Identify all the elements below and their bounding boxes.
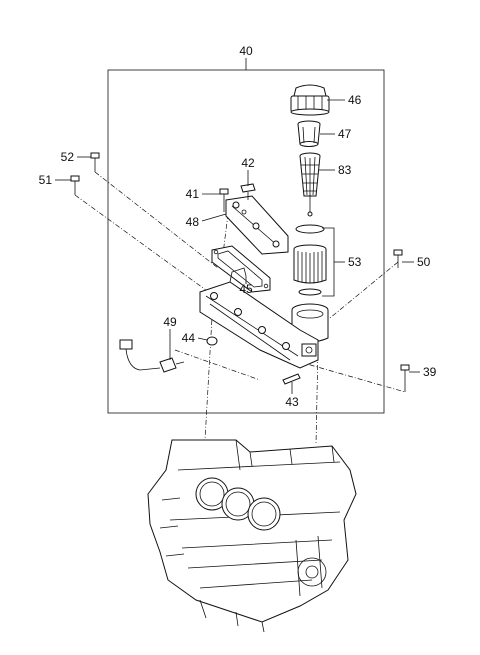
oil-filter-cartridge	[293, 224, 327, 296]
filter-element	[299, 152, 321, 217]
seal	[282, 373, 301, 385]
leader-lines	[55, 99, 420, 394]
cap-seal-sleeve	[297, 120, 321, 147]
engine-block	[147, 439, 357, 633]
callout-50: 50	[417, 255, 431, 269]
callout-45: 45	[239, 282, 253, 296]
callout-46: 46	[348, 93, 362, 107]
callout-51: 51	[39, 173, 53, 187]
bracket	[240, 183, 256, 200]
bolt-50	[393, 249, 403, 268]
bolt-52	[90, 152, 100, 172]
bolt-51	[70, 175, 80, 195]
oil-filter-cap	[290, 84, 330, 116]
callout-83: 83	[338, 163, 352, 177]
oil-passage-cover	[225, 195, 289, 255]
bolt-39	[400, 364, 410, 392]
cylinder-bores	[195, 477, 281, 531]
callout-52: 52	[61, 150, 75, 164]
callout-49: 49	[163, 315, 177, 329]
callout-53: 53	[348, 255, 362, 269]
callout-41: 41	[186, 187, 200, 201]
callout-48: 48	[186, 215, 200, 229]
callout-43: 43	[285, 395, 299, 409]
callout-42: 42	[241, 156, 255, 170]
callout-47: 47	[338, 127, 352, 141]
callout-44: 44	[182, 331, 196, 345]
bolts	[70, 152, 410, 392]
callout-40: 40	[239, 44, 253, 58]
callout-39: 39	[423, 365, 437, 379]
oil-pressure-sensor	[119, 339, 185, 373]
o-ring	[206, 336, 218, 346]
bolt-41	[219, 188, 229, 212]
oil-filter-module-body	[199, 267, 319, 369]
assembly-frame	[107, 69, 385, 414]
callout-labels: 40 46 47 52 83 42 51 41 48 53 50 45 49 4…	[39, 44, 437, 409]
